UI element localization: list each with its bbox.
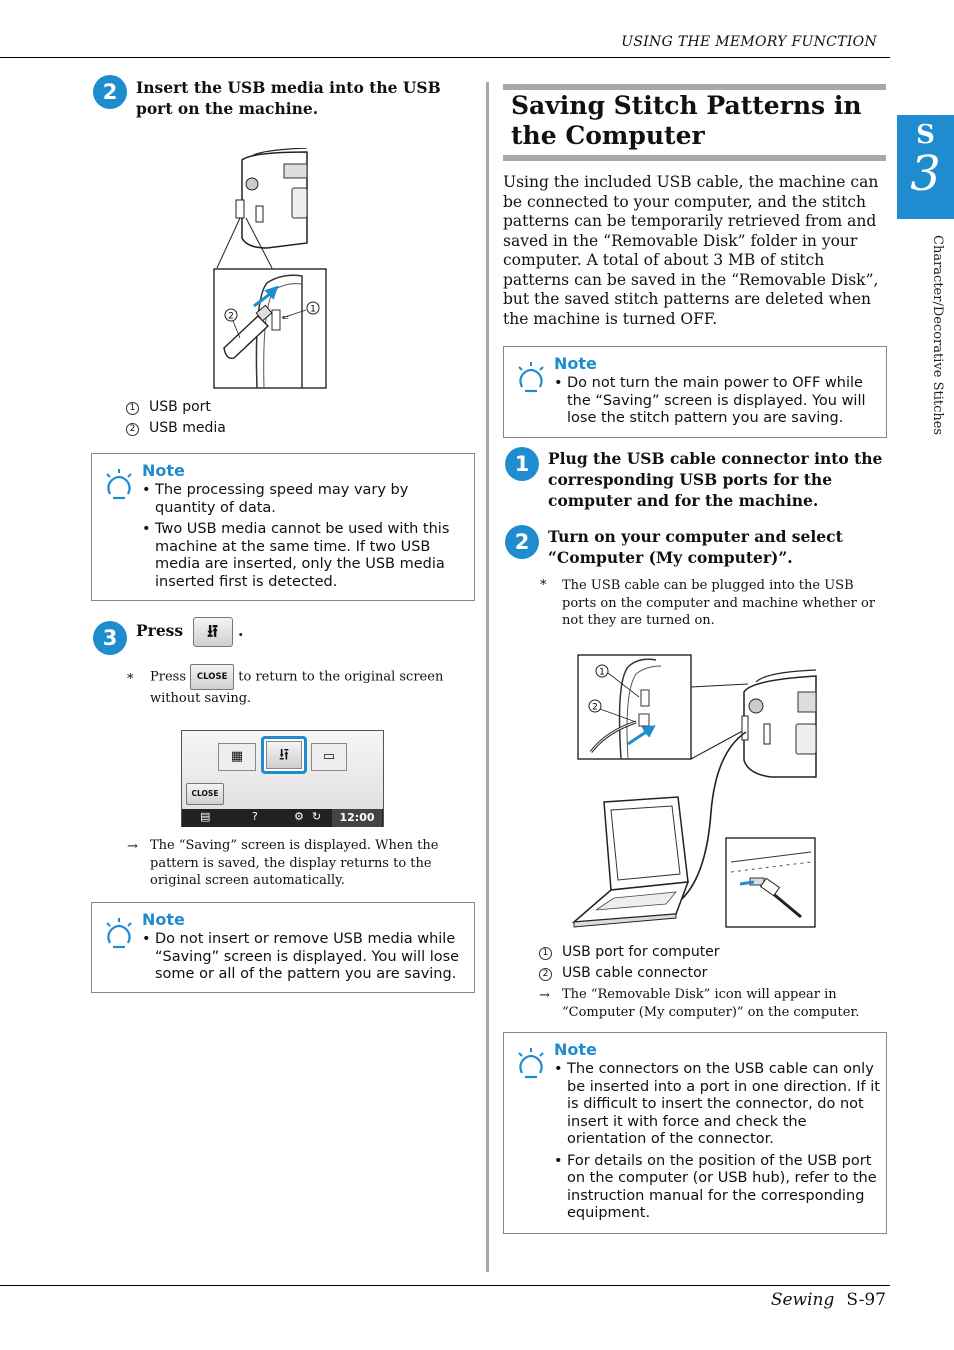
note-title: Note — [142, 910, 185, 929]
callout-1: 1 — [310, 305, 316, 315]
step-1-text: Plug the USB cable connector into the co… — [548, 449, 883, 510]
machine-memory-button[interactable]: ▦ — [218, 743, 256, 771]
chapter-number: 3 — [910, 146, 941, 202]
clock: 12:00 — [332, 809, 382, 827]
page-number: S-97 — [846, 1290, 886, 1310]
usb-cable-figure: 1 2 — [571, 654, 817, 928]
result-text-right: The “Removable Disk” icon will appear in… — [562, 987, 860, 1020]
note-title: Note — [142, 461, 185, 480]
result-arrow-right: → — [539, 988, 550, 1003]
footer-rule — [0, 1285, 890, 1286]
note-box-saving: Note Do not insert or remove USB media w… — [91, 902, 475, 993]
chapter-title-vertical: Character/Decorative Stitches — [930, 235, 945, 436]
lightbulb-icon — [106, 469, 132, 500]
note-title: Note — [554, 354, 597, 373]
footer-section: Sewing — [770, 1290, 835, 1310]
note-item: The processing speed may vary by quantit… — [142, 482, 470, 517]
intro-paragraph: Using the included USB cable, the machin… — [503, 173, 879, 328]
running-head: USING THE MEMORY FUNCTION — [621, 34, 877, 50]
note-item: Do not turn the main power to OFF while … — [554, 375, 882, 428]
step-badge-2: 2 — [93, 75, 127, 109]
lightbulb-icon — [518, 1048, 544, 1079]
computer-memory-button[interactable]: ▭ — [311, 743, 347, 771]
step-2-asterisk: * — [540, 578, 547, 593]
computer-icon: ▭ — [322, 749, 336, 764]
help-button[interactable]: ? — [252, 810, 258, 823]
note-item: Two USB media cannot be used with this m… — [142, 521, 470, 591]
callout-2: 2 — [228, 312, 234, 322]
step-badge-3: 3 — [93, 621, 127, 655]
step-3-sub-note: Press CLOSE to return to the original sc… — [150, 664, 475, 708]
note-box-processing: Note The processing speed may vary by qu… — [91, 453, 475, 601]
document-icon[interactable]: ▤ — [200, 810, 211, 823]
note-item: Do not insert or remove USB media while … — [142, 931, 470, 984]
lcd-screen: ▦ ⭿ ▭ CLOSE ▤ ? ⚙ ↻ 12:00 — [181, 730, 384, 827]
result-arrow: → — [127, 839, 138, 854]
chapter-letter: S — [916, 120, 935, 150]
heading-rule-bottom — [503, 155, 886, 161]
machine-icon: ▦ — [230, 749, 244, 764]
note-box-power: Note Do not turn the main power to OFF w… — [503, 346, 887, 438]
step-3-text: Press ⭿ . — [136, 617, 243, 647]
lightbulb-icon — [106, 918, 132, 949]
note-item: The connectors on the USB cable can only… — [554, 1061, 882, 1149]
page-footer: Sewing S-97 — [771, 1290, 886, 1310]
usb-insert-figure: 1 2 ⇐ — [213, 148, 327, 389]
usb-button[interactable]: ⭿ — [192, 617, 233, 647]
step-3-asterisk: * — [127, 672, 134, 687]
settings-icon[interactable]: ⚙ — [294, 810, 304, 823]
note-item: For details on the position of the USB p… — [554, 1153, 882, 1223]
svg-text:⇐: ⇐ — [282, 313, 289, 322]
usb-icon: ⭿ — [278, 745, 290, 764]
usb-memory-button[interactable]: ⭿ — [266, 741, 302, 769]
close-button-inline[interactable]: CLOSE — [190, 664, 235, 690]
callout-1-right: 1 — [599, 668, 605, 678]
header-rule — [0, 57, 890, 58]
section-heading: Saving Stitch Patterns in the Computer — [511, 91, 862, 150]
note-title: Note — [554, 1040, 597, 1059]
step-2-text: Insert the USB media into the USB port o… — [136, 78, 441, 118]
usb-icon: ⭿ — [207, 622, 219, 642]
callout-2-right: 2 — [592, 703, 598, 713]
close-button[interactable]: CLOSE — [186, 783, 224, 805]
result-text: The “Saving” screen is displayed. When t… — [150, 838, 439, 888]
lightbulb-icon — [518, 362, 544, 393]
step-2-right-text: Turn on your computer and select “Comput… — [548, 527, 843, 567]
step-badge-2-right: 2 — [505, 525, 539, 559]
step-badge-1: 1 — [505, 447, 539, 481]
chapter-tab: S 3 — [897, 115, 954, 219]
column-divider — [486, 82, 489, 1272]
note-box-connectors: Note The connectors on the USB cable can… — [503, 1032, 887, 1234]
refresh-icon[interactable]: ↻ — [312, 810, 322, 823]
lcd-status-bar: ▤ ? ⚙ ↻ 12:00 — [182, 809, 383, 827]
step-2-sub-note: The USB cable can be plugged into the US… — [562, 578, 876, 628]
heading-rule-top — [503, 84, 886, 90]
